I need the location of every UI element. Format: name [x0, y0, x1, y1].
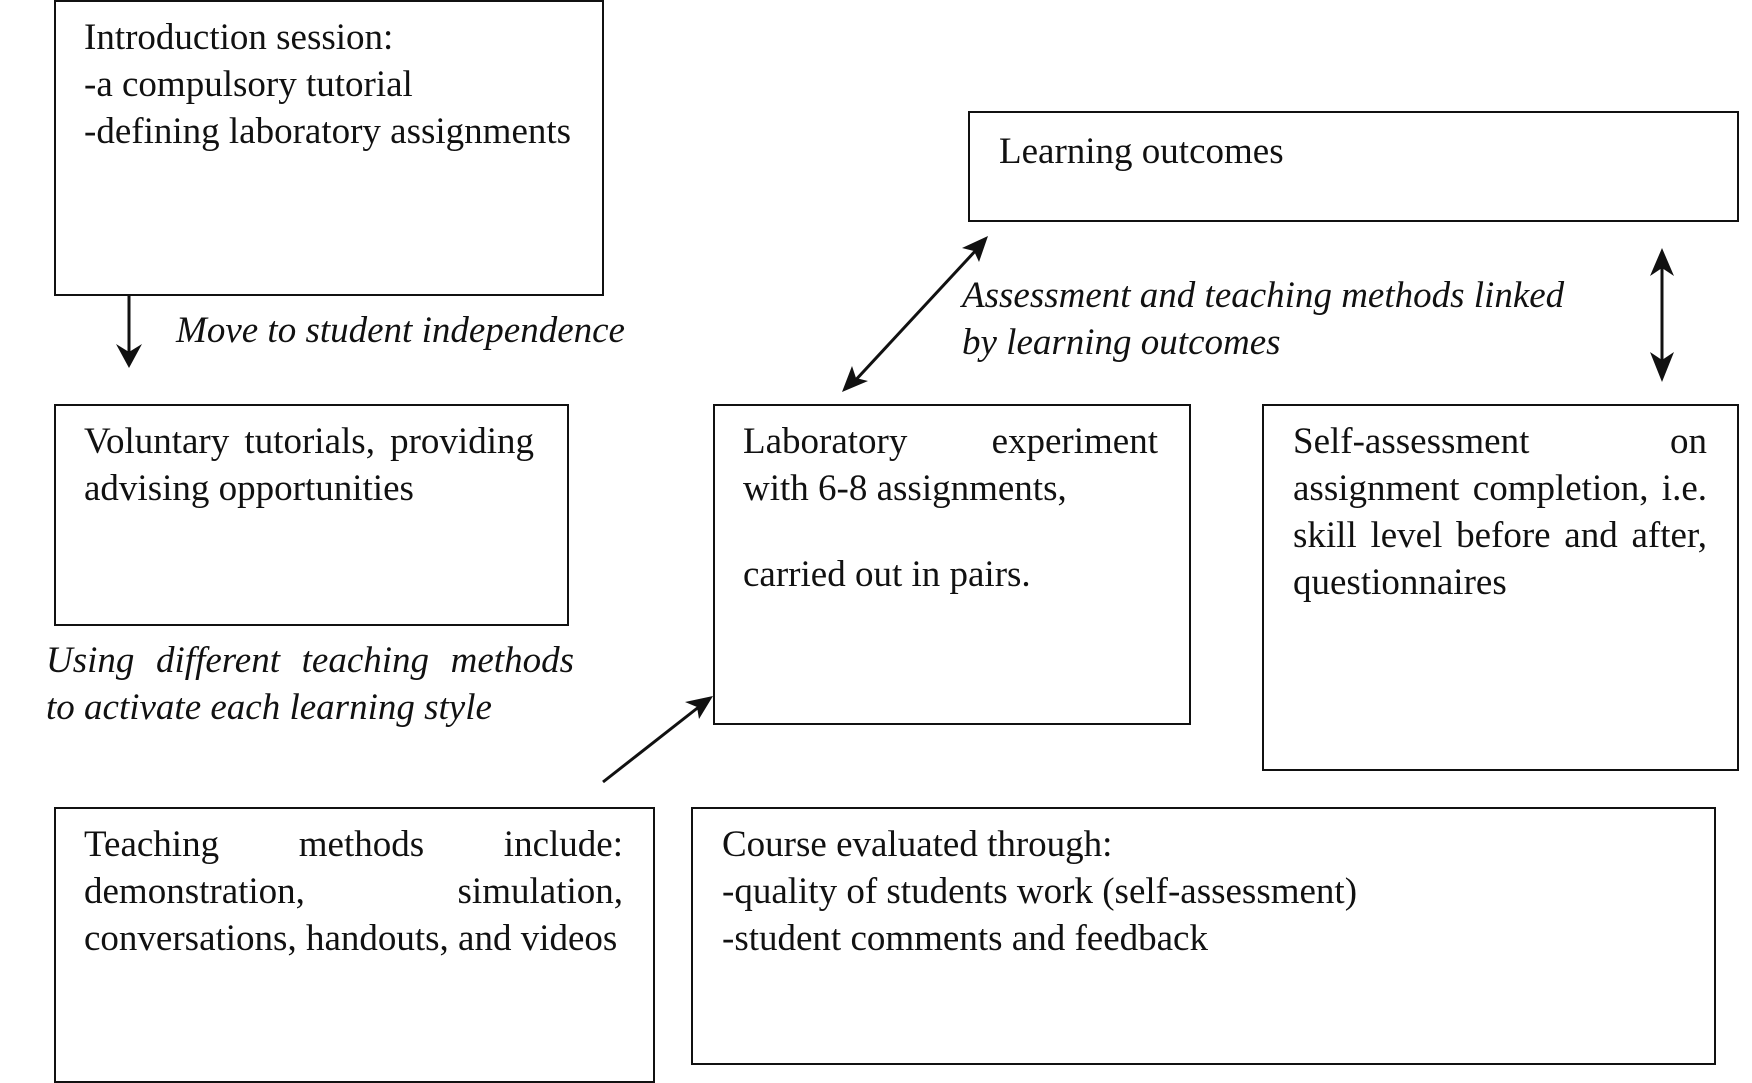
learning-outcomes-box	[968, 111, 1739, 222]
independence-label: Move to student independence	[176, 310, 625, 351]
linked-outcomes-line-2: by learning outcomes	[962, 322, 1281, 363]
teaching-methods-box	[54, 807, 655, 1083]
course-evaluation-box	[691, 807, 1716, 1065]
linked-outcomes-label: Assessment and teaching methods linked b…	[962, 272, 1564, 366]
arrow-teaching-lab-head	[685, 696, 713, 719]
laboratory-experiment-text: Laboratory experiment with 6-8 assignmen…	[743, 418, 1158, 598]
arrow-outcomes-selfassessment-head-bottom	[1650, 352, 1674, 382]
introduction-heading: Introduction session:	[84, 17, 394, 58]
voluntary-tutorials-text: Voluntary tutorials, providing advising …	[84, 421, 534, 509]
laboratory-experiment-box	[713, 404, 1191, 725]
introduction-item-assignments: -defining laboratory assignments	[84, 111, 572, 152]
introduction-session-text: Introduction session: -a compulsory tuto…	[84, 14, 572, 155]
linked-outcomes-line-1: Assessment and teaching methods linked	[962, 275, 1565, 316]
arrow-lab-outcomes-head-bottom	[842, 366, 868, 392]
arrow-teaching-lab-shaft	[602, 704, 701, 784]
course-evaluation-item-quality: -quality of students work (self-assessme…	[722, 871, 1358, 912]
arrow-lab-outcomes-shaft	[850, 246, 980, 386]
course-evaluation-heading: Course evaluated through:	[722, 824, 1113, 865]
voluntary-tutorials-box	[54, 404, 569, 626]
introduction-session-box	[54, 0, 604, 296]
self-assessment-box	[1262, 404, 1739, 771]
teaching-methods-text: Teaching methods include: demonstration,…	[84, 824, 623, 959]
course-evaluation-text: Course evaluated through: -quality of st…	[722, 821, 1682, 962]
course-evaluation-item-feedback: -student comments and feedback	[722, 918, 1208, 959]
arrow-outcomes-selfassessment-head-top	[1650, 248, 1674, 276]
introduction-item-tutorial: -a compulsory tutorial	[84, 64, 413, 105]
arrow-lab-outcomes-head-top	[962, 236, 988, 262]
self-assessment-text: Self-assessment on assignment completion…	[1293, 421, 1707, 603]
learning-outcomes-text: Learning outcomes	[999, 131, 1284, 172]
laboratory-pairs-line: carried out in pairs.	[743, 554, 1031, 595]
arrow-down-independence-head	[116, 344, 142, 368]
learning-style-label: Using different teaching methods to acti…	[46, 640, 574, 728]
laboratory-experiment-line: Laboratory experiment with 6-8 assignmen…	[743, 421, 1158, 509]
